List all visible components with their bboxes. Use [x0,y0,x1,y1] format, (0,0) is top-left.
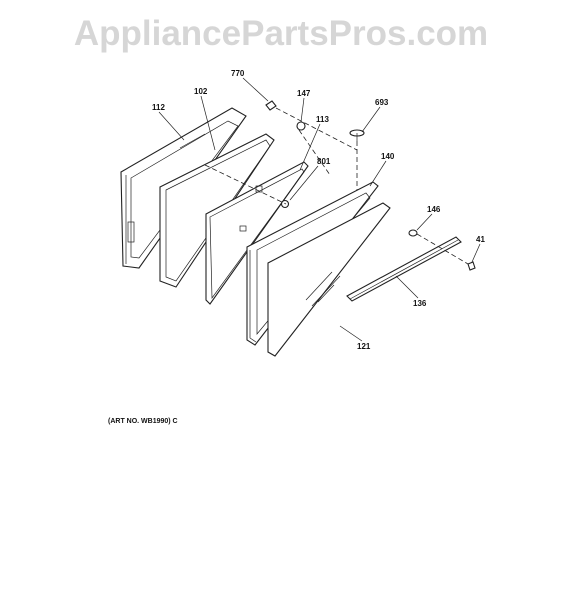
watermark: AppliancePartsPros.com [73,14,489,53]
callout-146: 146 [427,205,441,214]
callout-112: 112 [152,103,165,112]
part-801-fastener [280,199,290,209]
leader-lines [158,77,481,342]
part-121-glass-panel [267,202,391,357]
part-770-screw [265,100,277,111]
part-41-screw [467,261,476,271]
callout-770: 770 [231,69,245,78]
callout-102: 102 [194,87,208,96]
callout-113: 113 [316,115,329,124]
alignment-lines [204,107,469,265]
callout-121: 121 [357,342,371,351]
art-number: (ART NO. WB1990) C [108,418,178,425]
callout-136: 136 [413,299,427,308]
callout-801: 801 [317,157,331,166]
callout-147: 147 [297,89,311,98]
part-693-knob [349,129,365,141]
part-136-handle-strip [346,236,462,302]
part-113-panel [205,161,309,305]
part-146-spacer [408,229,418,237]
callout-693: 693 [375,98,389,107]
callout-140: 140 [381,152,395,161]
part-147-bushing [296,121,306,131]
callout-41: 41 [476,235,485,244]
